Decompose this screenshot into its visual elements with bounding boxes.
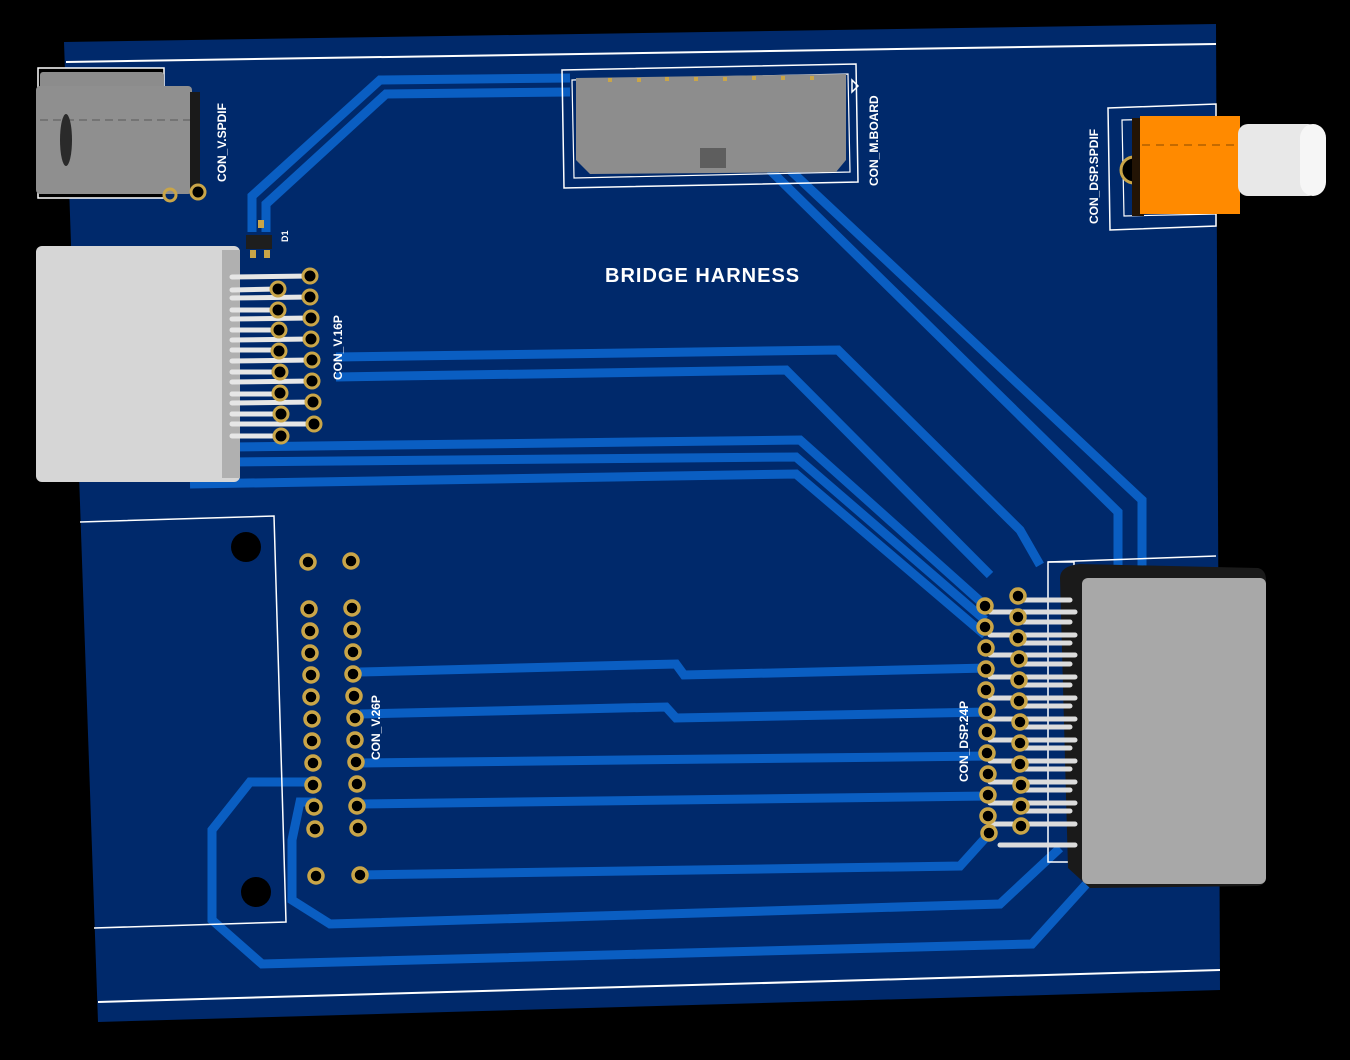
mounting-hole-bottom [241, 877, 271, 907]
con-m-board-connector[interactable]: CON_M.BOARD [561, 63, 881, 189]
con-dsp-24p-connector[interactable]: CON_DSP.24P [957, 555, 1266, 888]
con-dsp-spdif-connector[interactable]: CON_DSP.SPDIF [1087, 103, 1326, 231]
con-v-26p-label: CON_V.26P [369, 695, 383, 760]
con-v-26p-header[interactable]: CON_V.26P [299, 552, 383, 885]
con-dsp-24p-label: CON_DSP.24P [957, 701, 971, 782]
con-dsp-spdif-label: CON_DSP.SPDIF [1087, 129, 1101, 224]
mounting-hole-top [231, 532, 261, 562]
con-m-board-label: CON_M.BOARD [867, 95, 881, 186]
d1-label: D1 [280, 230, 290, 242]
con-v-spdif-label: CON_V.SPDIF [215, 103, 229, 182]
board-title: BRIDGE HARNESS [605, 265, 800, 287]
d1-component[interactable]: D1 [246, 220, 290, 258]
copper-traces [189, 73, 1147, 969]
con-v-16p-pins [229, 267, 323, 445]
pcb-board [64, 24, 1221, 1022]
mounting-outline [79, 515, 287, 929]
con-v-16p-connector[interactable]: CON_V.16P [36, 246, 345, 482]
con-v-spdif-connector[interactable]: CON_V.SPDIF [36, 67, 229, 203]
con-v-16p-label: CON_V.16P [331, 315, 345, 380]
